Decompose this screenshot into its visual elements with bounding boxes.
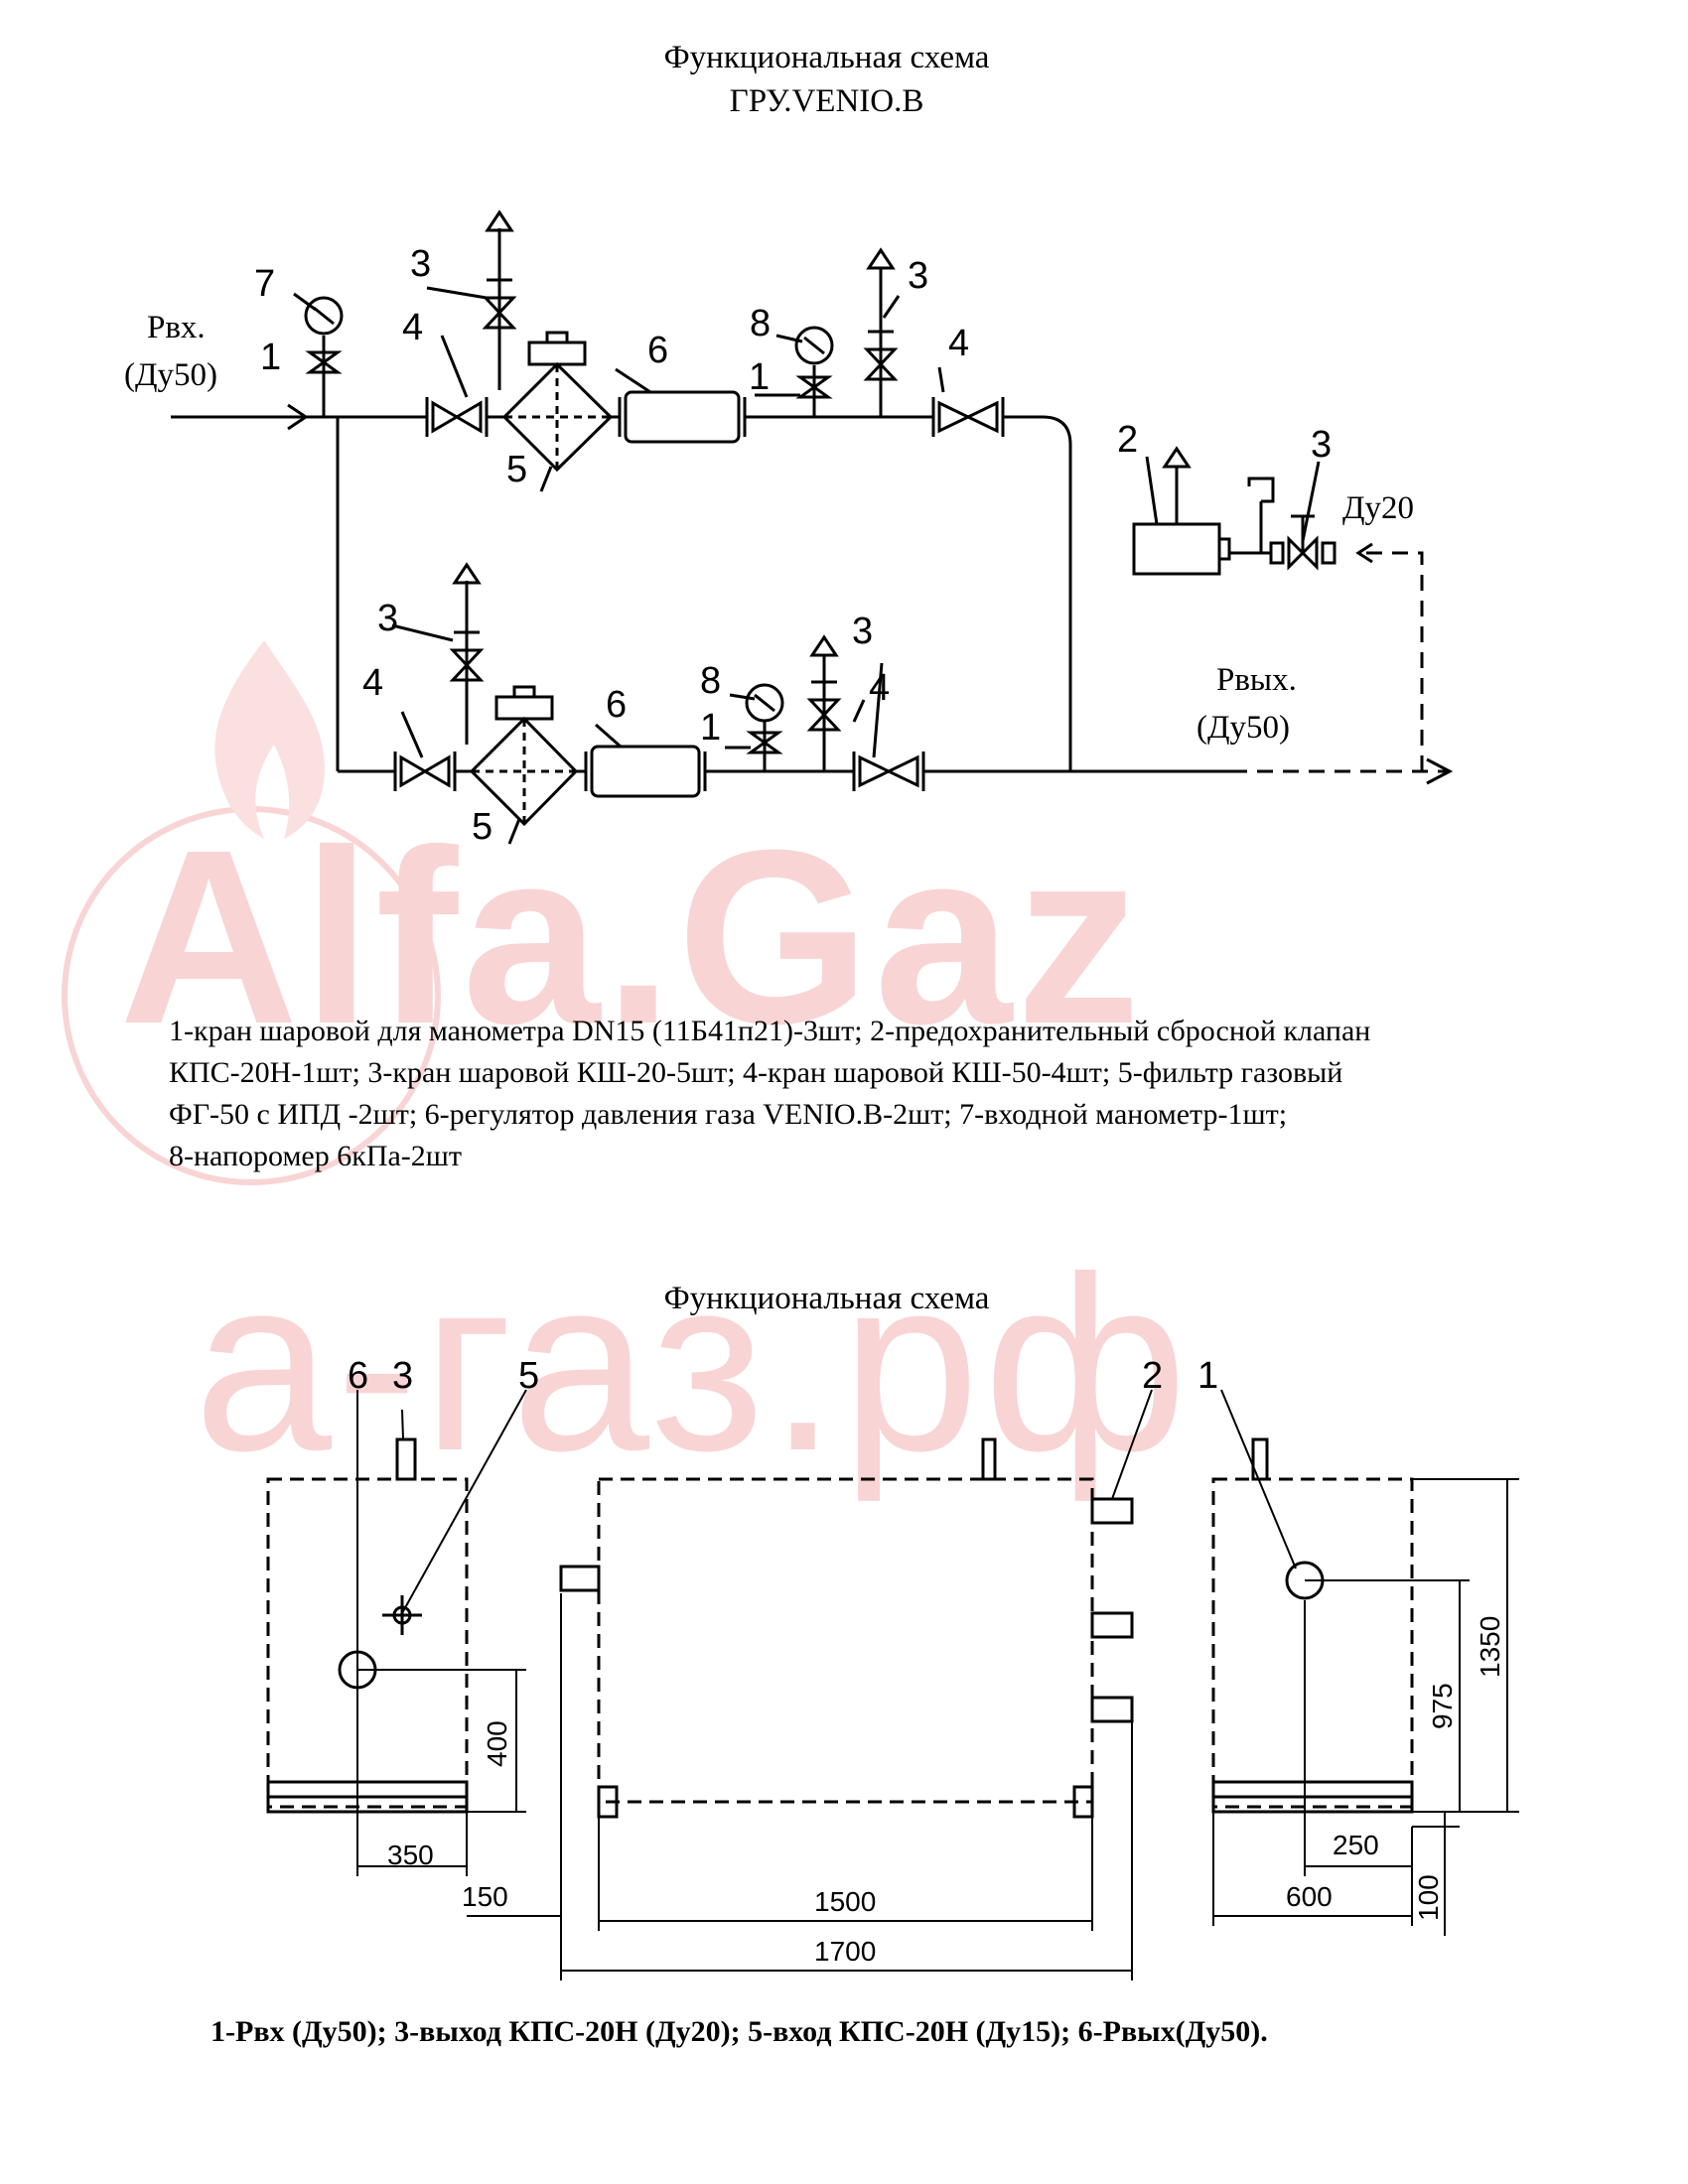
- callout-1: 1: [700, 707, 721, 749]
- layout-title: Функциональная схема: [663, 1281, 990, 1316]
- legend-line: 1-кран шаровой для манометра DN15 (11Б41…: [169, 1015, 1371, 1047]
- cabinet-callout-1: 1: [1197, 1355, 1218, 1397]
- callout-4: 4: [948, 323, 969, 364]
- connection-notes: 1-Рвх (Ду50); 3-выход КПС-20Н (Ду20); 5-…: [211, 2015, 1268, 2048]
- legend-line: ФГ-50 с ИПД -2шт; 6-регулятор давления г…: [169, 1098, 1288, 1131]
- cabinet-callout-3: 3: [392, 1355, 413, 1397]
- component-legend: 1-кран шаровой для манометра DN15 (11Б41…: [169, 1011, 1559, 1177]
- callout-4: 4: [869, 667, 890, 709]
- callout-4: 4: [362, 662, 383, 704]
- callout-3: 3: [377, 598, 398, 639]
- callout-8: 8: [700, 660, 721, 702]
- callout-3: 3: [852, 611, 873, 652]
- callout-6: 6: [647, 330, 668, 371]
- dim-1350: 1350: [1475, 1616, 1505, 1678]
- callout-3: 3: [410, 243, 431, 285]
- dim-100: 100: [1413, 1874, 1444, 1921]
- dim-250: 250: [1333, 1830, 1379, 1860]
- cabinet-callout-6: 6: [348, 1355, 368, 1397]
- dim-600: 600: [1286, 1881, 1333, 1912]
- callout-1: 1: [749, 356, 770, 398]
- inlet-pressure-label: Рвх.: [147, 310, 206, 345]
- callout-5: 5: [506, 449, 527, 490]
- callout-1: 1: [260, 337, 281, 378]
- dim-150: 150: [462, 1881, 508, 1912]
- watermark-flame-icon: [214, 640, 325, 839]
- diagram-title: Функциональная схема: [663, 40, 990, 75]
- cabinet-callout-2: 2: [1142, 1355, 1163, 1397]
- callout-3: 3: [908, 255, 928, 297]
- callout-2: 2: [1117, 419, 1138, 461]
- outlet-pressure-label: Рвых.: [1216, 662, 1297, 698]
- dim-1500: 1500: [814, 1886, 876, 1917]
- relief-dn-label: Ду20: [1342, 490, 1414, 526]
- dimension-lines: [356, 1389, 1519, 1980]
- dim-975: 975: [1427, 1683, 1458, 1729]
- cabinet-callouts: 6 3 5 2 1: [348, 1355, 1218, 1397]
- dim-400: 400: [482, 1720, 512, 1767]
- cabinet-callout-5: 5: [518, 1355, 539, 1397]
- callout-6: 6: [606, 684, 627, 726]
- outlet-dn-label: (Ду50): [1196, 710, 1290, 746]
- callout-8: 8: [750, 303, 771, 344]
- callout-3: 3: [1311, 424, 1332, 466]
- inlet-dn-label: (Ду50): [124, 357, 217, 393]
- dim-350: 350: [387, 1840, 434, 1870]
- dim-1700: 1700: [814, 1936, 876, 1967]
- diagram-subtitle: ГРУ.VENIO.В: [729, 83, 924, 119]
- callout-5: 5: [472, 806, 492, 848]
- legend-line: 8-напоромер 6кПа-2шт: [169, 1140, 463, 1172]
- legend-line: КПС-20Н-1шт; 3-кран шаровой КШ-20-5шт; 4…: [169, 1056, 1343, 1089]
- callout-7: 7: [254, 263, 275, 305]
- cabinet-drawings: [266, 1437, 1414, 1819]
- callout-4: 4: [402, 307, 423, 348]
- schematic-callouts: Рвх. (Ду50) Рвых. (Ду50) Ду20 7 1 4 3 5 …: [124, 243, 1414, 848]
- dimension-labels: 400 350 150 1500 1700 975 1350 250 600 1…: [387, 1616, 1505, 1967]
